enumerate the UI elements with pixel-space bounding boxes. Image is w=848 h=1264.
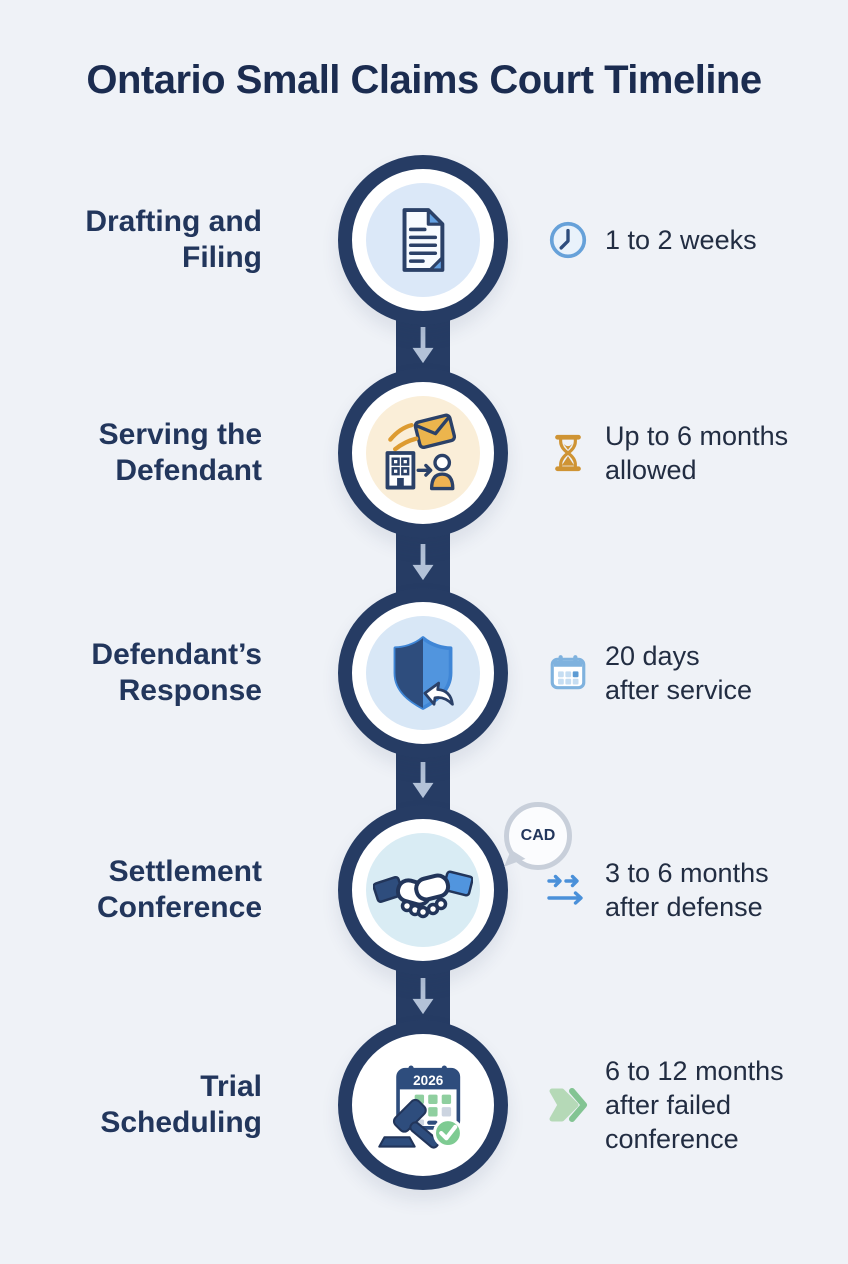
step-label-drafting-filing: Drafting and Filing xyxy=(85,205,262,274)
step-label-settlement-conference: Settlement Conference xyxy=(96,855,262,924)
step-circle-serving-defendant xyxy=(338,368,508,538)
step-label-trial-scheduling: Trial Scheduling xyxy=(100,1070,262,1139)
page-title: Ontario Small Claims Court Timeline xyxy=(86,58,762,102)
duration-trial-scheduling: 6 to 12 months after failed conference xyxy=(545,1054,784,1156)
cad-currency-badge: CAD xyxy=(504,802,572,870)
double-arrows-icon xyxy=(545,867,591,913)
duration-text: 20 days after service xyxy=(605,641,753,705)
duration-text: Up to 6 months allowed xyxy=(605,421,789,485)
down-arrow-icon xyxy=(412,978,434,1015)
document-icon xyxy=(366,183,480,297)
svg-text:2026: 2026 xyxy=(413,1073,444,1088)
step-circle-settlement-conference xyxy=(338,805,508,975)
step-circle-trial-scheduling: 2026 xyxy=(338,1020,508,1190)
clock-icon xyxy=(545,217,591,263)
down-arrow-icon xyxy=(412,762,434,799)
hourglass-icon xyxy=(545,430,591,476)
serve-mail-building-person-icon xyxy=(366,396,480,510)
step-label-defendants-response: Defendant’s Response xyxy=(91,638,262,707)
step-circle-defendants-response xyxy=(338,588,508,758)
handshake-icon xyxy=(366,833,480,947)
duration-text: 3 to 6 months after defense xyxy=(605,858,769,922)
duration-drafting-filing: 1 to 2 weeks xyxy=(545,218,757,262)
green-chevron-icon xyxy=(545,1082,591,1128)
duration-text: 6 to 12 months after failed conference xyxy=(605,1056,784,1154)
calendar-icon xyxy=(545,650,591,696)
duration-settlement-conference: 3 to 6 months after defense xyxy=(545,856,769,924)
down-arrow-icon xyxy=(412,544,434,581)
duration-text: 1 to 2 weeks xyxy=(605,225,757,255)
duration-defendants-response: 20 days after service xyxy=(545,639,752,707)
step-circle-drafting-filing xyxy=(338,155,508,325)
shield-reply-icon xyxy=(366,616,480,730)
gavel-calendar-icon: 2026 xyxy=(366,1048,480,1162)
duration-serving-defendant: Up to 6 months allowed xyxy=(545,419,788,487)
down-arrow-icon xyxy=(412,327,434,364)
step-label-serving-defendant: Serving the Defendant xyxy=(98,418,262,487)
